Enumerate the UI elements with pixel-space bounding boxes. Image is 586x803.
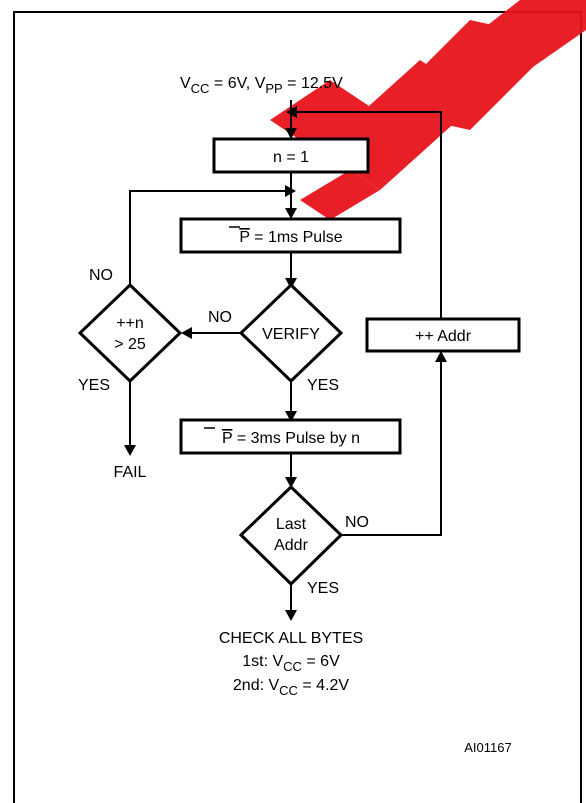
figure-id: AI01167: [464, 740, 511, 755]
last-address-line2: Addr: [274, 537, 308, 554]
final-check-second: 2nd: VCC = 4.2V: [233, 677, 350, 698]
verify-no-label: NO: [208, 309, 232, 326]
pulse-3ms-label: P = 3ms Pulse by n: [222, 430, 360, 447]
retry-count-line2: > 25: [114, 336, 146, 353]
verify-yes-label: YES: [307, 377, 339, 394]
watermark-logo: [270, 0, 586, 220]
pulse-3ms-step: P = 3ms Pulse by n: [179, 418, 402, 455]
last-yes-label: YES: [307, 580, 339, 597]
verify-label: VERIFY: [262, 326, 320, 343]
figure-frame: [13, 11, 582, 803]
last-address-line1: Last: [276, 516, 307, 533]
retry-count-decision: ++n > 25: [77, 282, 183, 384]
fail-label: FAIL: [114, 464, 147, 481]
init-counter-step: n = 1: [212, 137, 370, 174]
verify-decision: VERIFY: [238, 282, 344, 384]
supply-voltages: VCC = 6V, VPP = 12.5V: [180, 75, 343, 96]
increment-address-label: ++ Addr: [415, 328, 472, 345]
final-check-first: 1st: VCC = 6V: [242, 653, 340, 674]
retry-yes-label: YES: [78, 377, 110, 394]
last-no-label: NO: [345, 514, 369, 531]
increment-address-step: ++ Addr: [365, 317, 521, 353]
pulse-1ms-step: P = 1ms Pulse: [179, 217, 402, 254]
last-address-decision: Last Addr: [238, 484, 344, 587]
retry-count-line1: ++n: [116, 315, 144, 332]
connectors: [124, 100, 447, 621]
final-check-title: CHECK ALL BYTES: [219, 630, 363, 647]
final-check-block: CHECK ALL BYTES 1st: VCC = 6V 2nd: VCC =…: [219, 630, 363, 698]
pulse-1ms-label: P = 1ms Pulse: [239, 229, 342, 246]
init-counter-label: n = 1: [273, 149, 309, 166]
retry-no-label: NO: [89, 267, 113, 284]
